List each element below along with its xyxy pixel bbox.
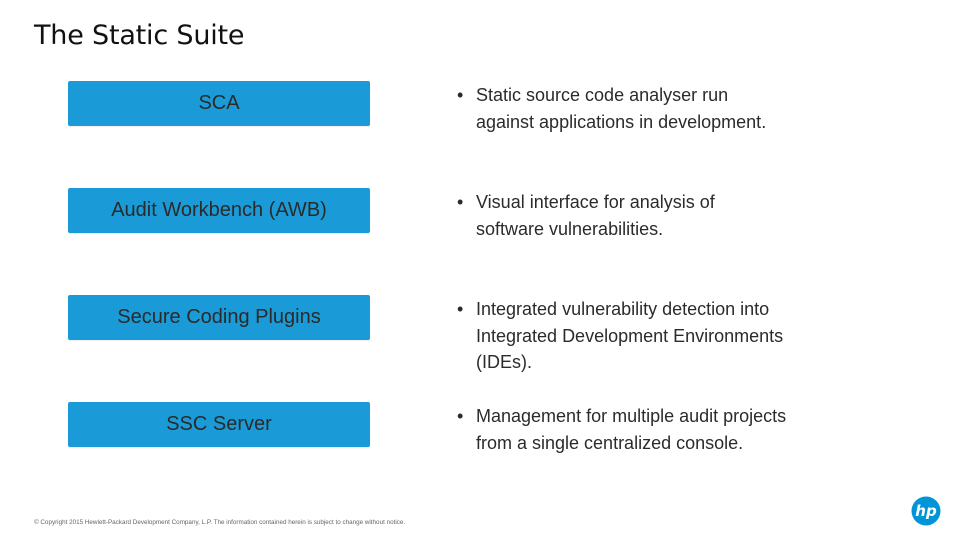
bullet: • (457, 85, 464, 105)
sca-label: SCA (198, 92, 240, 114)
awb-box: Audit Workbench (AWB) (68, 188, 370, 233)
slide-title: The Static Suite (34, 20, 245, 51)
plugins-description: • Integrated vulnerability detection int… (457, 296, 787, 376)
bullet: • (457, 406, 464, 426)
sca-description: • Static source code analyser run agains… (457, 82, 787, 135)
bullet: • (457, 299, 464, 319)
ssc-description-text: Management for multiple audit projects f… (476, 406, 787, 453)
ssc-label: SSC Server (166, 413, 272, 435)
hp-logo-icon: hp (911, 496, 941, 526)
plugins-label: Secure Coding Plugins (117, 306, 321, 328)
ssc-box: SSC Server (68, 402, 370, 447)
sca-box: SCA (68, 81, 370, 126)
ssc-description: • Management for multiple audit projects… (457, 403, 787, 456)
sca-description-text: Static source code analyser run against … (476, 85, 767, 132)
plugins-description-text: Integrated vulnerability detection into … (476, 299, 784, 372)
bullet: • (457, 192, 464, 212)
hp-logo-text: hp (915, 502, 937, 520)
awb-label: Audit Workbench (AWB) (111, 199, 327, 221)
awb-description: • Visual interface for analysis of softw… (457, 189, 787, 242)
plugins-box: Secure Coding Plugins (68, 295, 370, 340)
hp-logo-circle (911, 496, 941, 526)
awb-description-text: Visual interface for analysis of softwar… (476, 192, 715, 239)
copyright-footer: © Copyright 2015 Hewlett-Packard Develop… (34, 519, 406, 526)
